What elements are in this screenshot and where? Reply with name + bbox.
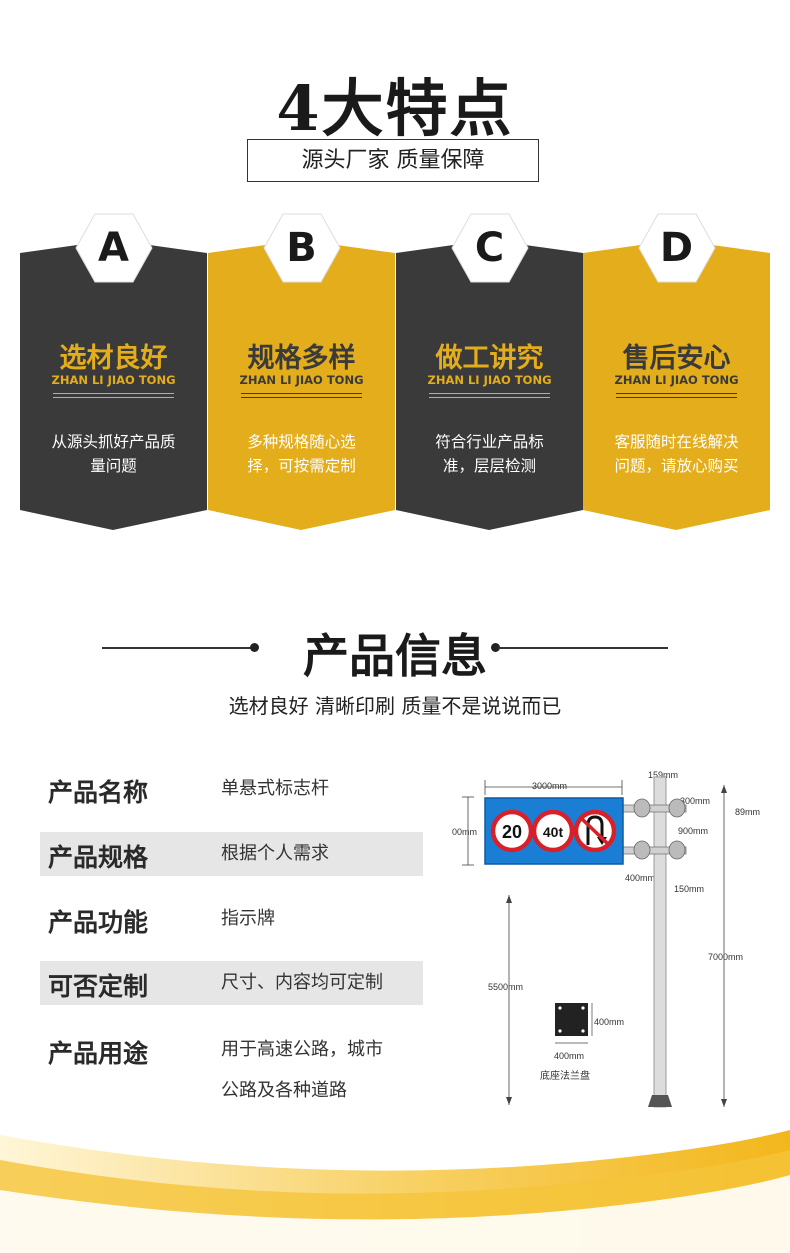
divider xyxy=(53,397,174,398)
dim-total-height-label: 7000mm xyxy=(708,952,743,962)
feature-card-a: A 选材良好 ZHAN LI JIAO TONG 从源头抓好产品质 量问题 xyxy=(20,213,207,530)
info-value: 单悬式标志杆 xyxy=(221,778,329,799)
heading-rule-right xyxy=(498,647,668,649)
hexagon-badge xyxy=(637,213,716,283)
weight-limit-sign xyxy=(531,809,575,853)
feature-title: 做工讲究 xyxy=(435,343,544,374)
feature-description: 符合行业产品标 准，层层检测 xyxy=(414,430,565,478)
weight-limit-text: 40t xyxy=(543,824,564,840)
info-value: 指示牌 xyxy=(221,908,275,929)
info-value: 根据个人需求 xyxy=(221,843,329,864)
feature-en-subtitle: ZHAN LI JIAO TONG xyxy=(614,373,739,387)
page-subtitle-box: 源头厂家 质量保障 xyxy=(247,139,539,182)
card-background xyxy=(583,240,770,530)
feature-desc-line: 多种规格随心选 xyxy=(247,433,356,451)
feature-card-d: D 售后安心 ZHAN LI JIAO TONG 客服随时在线解决 问题，请放心… xyxy=(583,213,770,530)
feature-desc-line: 择，可按需定制 xyxy=(247,457,356,475)
info-row-spec: 产品规格 根据个人需求 xyxy=(40,832,423,876)
dim-base-height-label: 400mm xyxy=(594,1017,624,1027)
feature-desc-line: 符合行业产品标 xyxy=(435,433,544,451)
info-row-custom: 可否定制 尺寸、内容均可定制 xyxy=(40,961,423,1005)
dim-spacing-label: 900mm xyxy=(678,826,708,836)
base-flange-label: 底座法兰盘 xyxy=(540,1069,590,1082)
section-subtitle: 选材良好 清晰印刷 质量不是说说而已 xyxy=(228,694,562,718)
feature-en-subtitle: ZHAN LI JIAO TONG xyxy=(51,373,176,387)
bottom-wave-decoration xyxy=(0,1130,790,1253)
feature-card-c: C 做工讲究 ZHAN LI JIAO TONG 符合行业产品标 准，层层检测 xyxy=(396,213,583,530)
info-label: 产品用途 xyxy=(48,1039,149,1068)
info-row-usage: 产品用途 用于高速公路，城市 公路及各种道路 xyxy=(40,1028,423,1113)
pole xyxy=(653,776,667,1108)
speed-limit-text: 20 xyxy=(502,822,522,842)
info-row-function: 产品功能 指示牌 xyxy=(40,897,423,941)
divider xyxy=(429,393,550,394)
dim-pole-label: 159mm xyxy=(648,770,678,780)
heading-dot-right xyxy=(491,643,500,652)
info-label: 可否定制 xyxy=(48,972,149,1001)
page-title: 4大特点 xyxy=(276,72,514,145)
card-background xyxy=(208,240,395,530)
page-subtitle: 源头厂家 质量保障 xyxy=(301,148,485,173)
dim-clearance-label: 5500mm xyxy=(488,982,523,992)
feature-description: 从源头抓好产品质 量问题 xyxy=(38,430,189,478)
card-background xyxy=(396,240,583,530)
divider xyxy=(616,393,737,394)
info-value: 尺寸、内容均可定制 xyxy=(221,972,383,993)
info-label: 产品规格 xyxy=(48,843,149,872)
hexagon-badge xyxy=(74,213,153,283)
dim-width-label: 3000mm xyxy=(532,781,567,791)
sign-pole-diagram: 3000mm 159mm 300mm 89mm 00mm 900mm 400mm… xyxy=(452,770,760,1108)
dim-base-width-label: 400mm xyxy=(554,1051,584,1061)
speed-limit-sign xyxy=(490,809,534,853)
feature-desc-line: 从源头抓好产品质 xyxy=(51,433,176,451)
feature-desc-line: 客服随时在线解决 xyxy=(614,433,739,451)
info-value: 公路及各种道路 xyxy=(221,1080,347,1101)
card-background xyxy=(20,240,207,530)
dim-gap-label: 300mm xyxy=(680,796,710,806)
divider xyxy=(429,397,550,398)
feature-desc-line: 准，层层检测 xyxy=(442,457,536,475)
divider xyxy=(53,393,174,394)
heading-rule-left xyxy=(102,647,252,649)
divider xyxy=(241,393,362,394)
dim-sign-bottom-label: 400mm xyxy=(625,873,655,883)
feature-description: 多种规格随心选 择，可按需定制 xyxy=(226,430,377,478)
dim-arm-label: 89mm xyxy=(735,807,760,817)
hexagon-badge xyxy=(262,213,341,283)
feature-desc-line: 问题，请放心购买 xyxy=(614,457,739,475)
info-label: 产品功能 xyxy=(48,908,149,937)
feature-title: 规格多样 xyxy=(247,343,356,374)
dim-armlen-label: 150mm xyxy=(674,884,704,894)
feature-desc-line: 量问题 xyxy=(90,457,137,475)
hexagon-badge xyxy=(450,213,529,283)
feature-card-b: B 规格多样 ZHAN LI JIAO TONG 多种规格随心选 择，可按需定制 xyxy=(208,213,395,530)
section-title: 产品信息 xyxy=(303,629,487,683)
dim-sign-height-label: 00mm xyxy=(452,827,477,837)
divider xyxy=(241,397,362,398)
feature-en-subtitle: ZHAN LI JIAO TONG xyxy=(427,373,552,387)
uturn-arrow-icon xyxy=(586,815,604,845)
feature-en-subtitle: ZHAN LI JIAO TONG xyxy=(239,373,364,387)
info-value: 用于高速公路，城市 xyxy=(221,1039,383,1060)
feature-description: 客服随时在线解决 问题，请放心购买 xyxy=(601,430,752,478)
feature-title: 选材良好 xyxy=(59,343,168,374)
heading-dot-left xyxy=(250,643,259,652)
info-row-name: 产品名称 单悬式标志杆 xyxy=(40,767,423,812)
info-label: 产品名称 xyxy=(48,778,149,807)
divider xyxy=(616,397,737,398)
feature-title: 售后安心 xyxy=(622,343,731,374)
